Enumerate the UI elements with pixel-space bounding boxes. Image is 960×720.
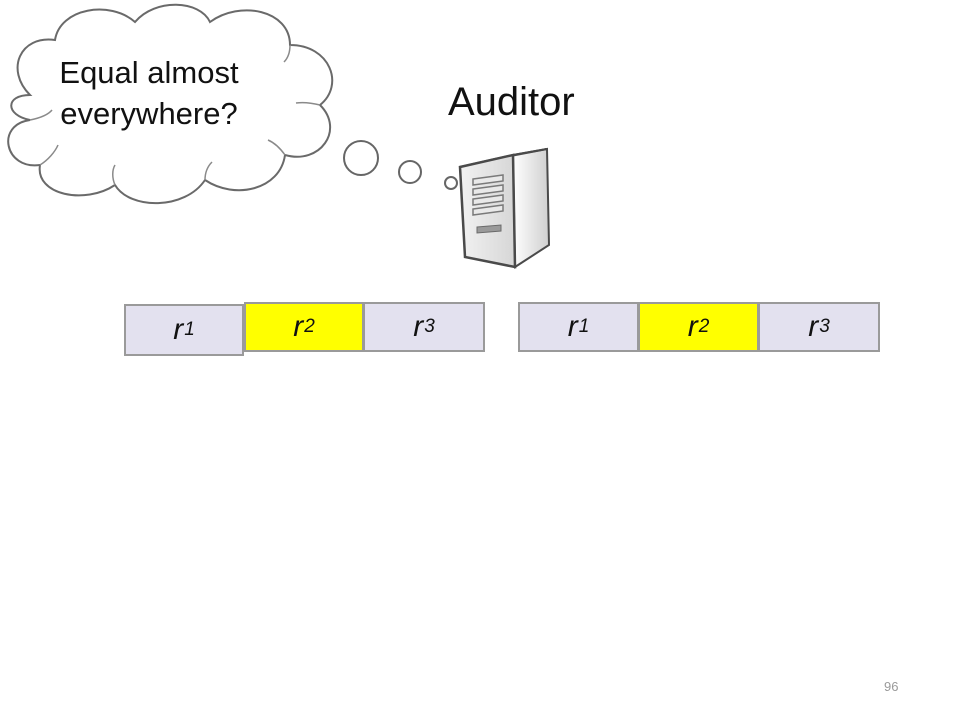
thought-cloud bbox=[7, 3, 334, 205]
thought-line-1: Equal almost bbox=[59, 55, 239, 90]
left-cell-r2-sub: 2 bbox=[304, 316, 315, 337]
thought-bubble-large bbox=[343, 140, 379, 176]
thought-line-2: everywhere? bbox=[60, 96, 238, 131]
auditor-title: Auditor bbox=[448, 80, 575, 124]
right-cell-r1-sub: 1 bbox=[578, 316, 590, 337]
server-icon bbox=[458, 147, 551, 269]
right-cell-r3-var: r bbox=[808, 310, 819, 343]
left-cell-r1-sub: 1 bbox=[184, 319, 195, 340]
left-cell-r2-var: r bbox=[293, 310, 304, 343]
right-cell-r3-sub: 3 bbox=[819, 316, 830, 337]
right-cell-r1-var: r bbox=[567, 310, 578, 343]
thought-bubble-medium bbox=[398, 160, 422, 184]
left-cell-r1-var: r bbox=[173, 313, 184, 346]
right-cell-r2-var: r bbox=[687, 310, 698, 343]
left-cell-r3-var: r bbox=[413, 310, 424, 343]
right-cell-r2-sub: 2 bbox=[698, 316, 710, 337]
left-cell-r3-sub: 3 bbox=[424, 316, 435, 337]
page-number: 96 bbox=[884, 679, 899, 694]
thought-bubble-small bbox=[444, 176, 458, 190]
thought-text: Equal almost everywhere? bbox=[18, 52, 280, 134]
